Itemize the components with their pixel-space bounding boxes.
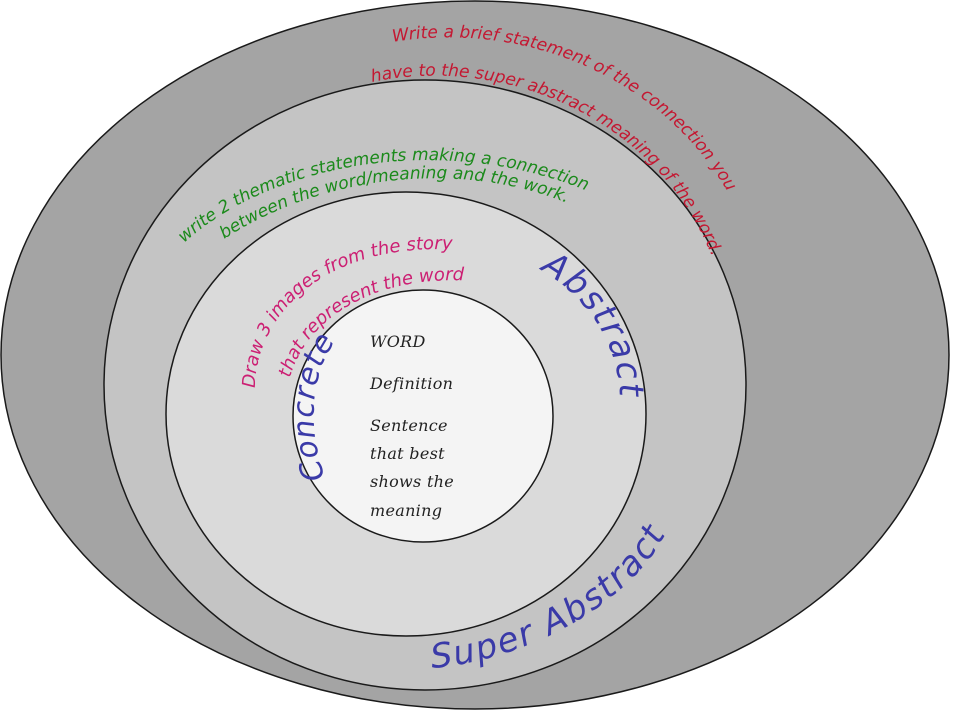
core-sentence-line4: meaning [370, 501, 442, 520]
core-definition-label: Definition [369, 374, 453, 393]
core-word-label: WORD [370, 332, 426, 351]
core-sentence-line2: that best [370, 444, 445, 463]
core-sentence-line3: shows the [370, 472, 454, 491]
core-circle-word [292, 289, 554, 543]
core-sentence-line1: Sentence [370, 416, 448, 435]
